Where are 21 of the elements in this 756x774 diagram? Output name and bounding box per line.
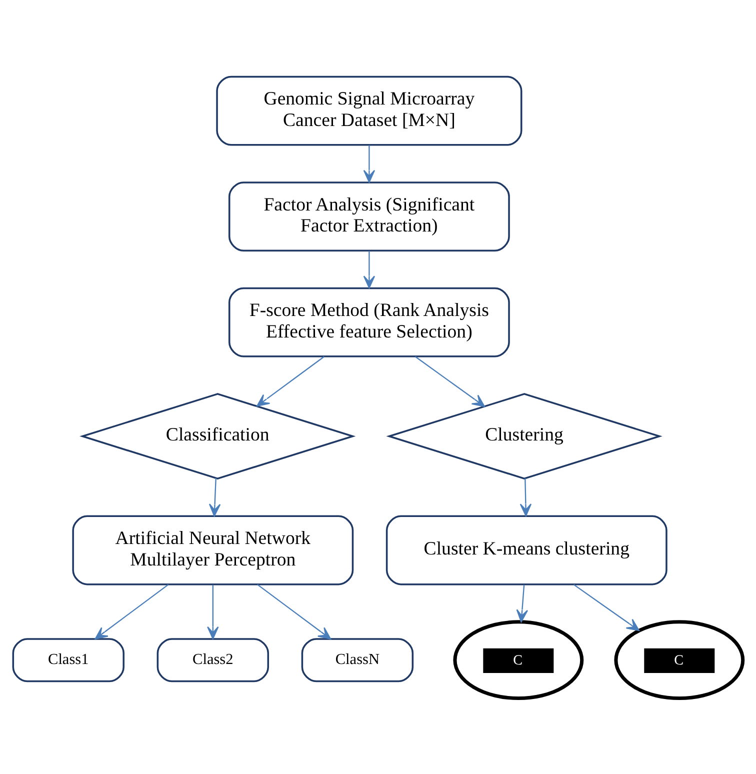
node-ellipse: C (453, 620, 584, 700)
arrow (363, 144, 376, 182)
node-box: Class1 (12, 638, 124, 682)
arrow (363, 250, 376, 288)
arrow (573, 584, 640, 631)
node-box: Class2 (156, 638, 270, 682)
arrow (516, 584, 528, 622)
arrow (256, 356, 324, 406)
node-box: Factor Analysis (Significant Factor Extraction) (228, 181, 510, 251)
node-box: ClassN (301, 638, 414, 682)
arrow (208, 478, 221, 516)
arrow (414, 356, 485, 406)
node-ellipse: C (614, 620, 745, 700)
arrow (257, 584, 332, 639)
node-box: F-score Method (Rank Analysis Effective feature Selection) (228, 286, 510, 357)
arrow (94, 584, 169, 639)
node-box: Genomic Signal Microarray Cancer Dataset [M×N] (216, 75, 522, 146)
node-box: Artificial Neural Network Multilayer Perceptron (72, 514, 354, 585)
arrow (207, 584, 219, 639)
arrow (520, 478, 532, 516)
node-box: Cluster K-means clustering (386, 514, 668, 585)
